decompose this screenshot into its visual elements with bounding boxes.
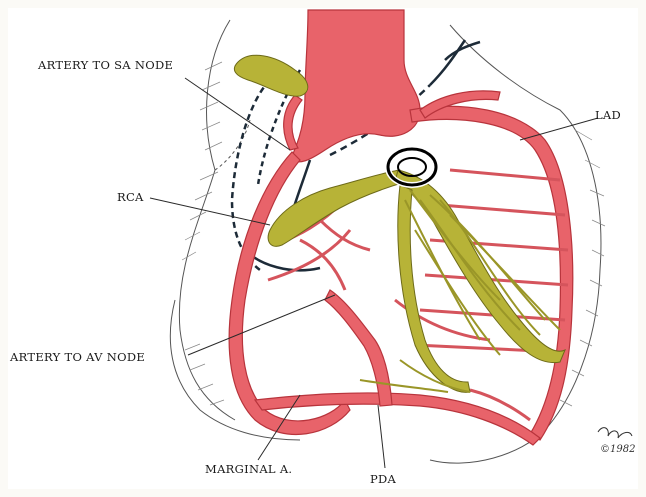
label-artery-sa-node: ARTERY TO SA NODE <box>37 58 173 72</box>
label-pda: PDA <box>370 472 397 486</box>
label-artery-av-node: ARTERY TO AV NODE <box>9 350 145 364</box>
label-lad: LAD <box>595 108 621 122</box>
label-rca: RCA <box>117 190 144 204</box>
copyright-text: ©1982 <box>600 444 635 455</box>
label-marginal: MARGINAL A. <box>205 462 292 476</box>
